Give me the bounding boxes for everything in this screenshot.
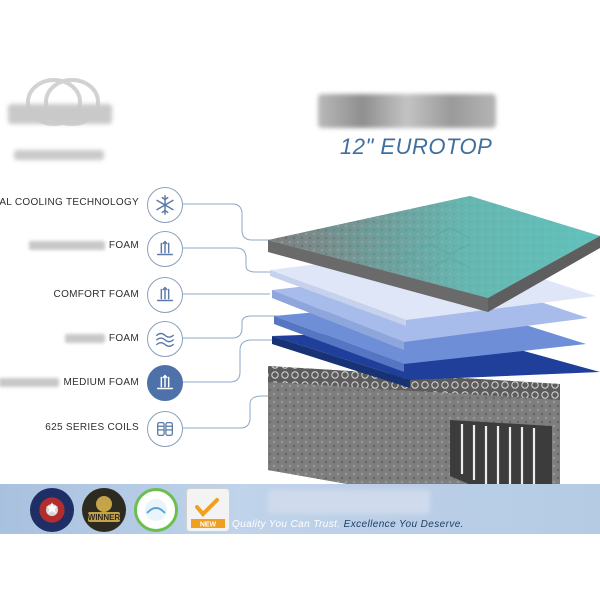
coil-icon xyxy=(147,411,183,447)
winner-badge: WINNER xyxy=(82,488,126,532)
brand-name-blurred xyxy=(8,104,112,124)
product-name-blurred xyxy=(318,94,496,128)
brand-monogram-icon xyxy=(26,78,100,126)
feature-label-blurred xyxy=(28,240,105,250)
feature-label-foam-1: FOAM xyxy=(28,240,139,251)
feature-label-coils: 625 SERIES COILS xyxy=(45,422,139,433)
feature-label-medium-foam: MEDIUM FOAM xyxy=(0,377,139,388)
wave-icon xyxy=(147,321,183,357)
feature-label-foam-2: FOAM xyxy=(64,333,139,344)
usa-badge-icon xyxy=(30,488,74,532)
banner-text-blurred xyxy=(268,490,430,514)
feature-label-blurred xyxy=(0,377,60,387)
airflow-icon xyxy=(147,277,183,313)
airflow-icon xyxy=(147,231,183,267)
new-product-badge: NEW xyxy=(186,488,230,532)
snowflake-icon xyxy=(147,187,183,223)
winner-badge-text: WINNER xyxy=(88,513,121,522)
brand-logo xyxy=(8,72,118,182)
banner-tagline: Quality You Can Trust. Excellence You De… xyxy=(232,519,464,530)
feature-label-blurred xyxy=(64,333,105,343)
new-badge-text: NEW xyxy=(200,522,217,529)
certification-badge-icon xyxy=(134,488,178,532)
product-subtitle: 12" EUROTOP xyxy=(340,134,493,159)
feature-label-comfort-foam: COMFORT FOAM xyxy=(53,289,139,300)
airflow-icon xyxy=(147,365,183,401)
brand-tagline-blurred xyxy=(14,150,104,160)
feature-label-cooling: DUAL COOLING TECHNOLOGY xyxy=(0,197,139,208)
